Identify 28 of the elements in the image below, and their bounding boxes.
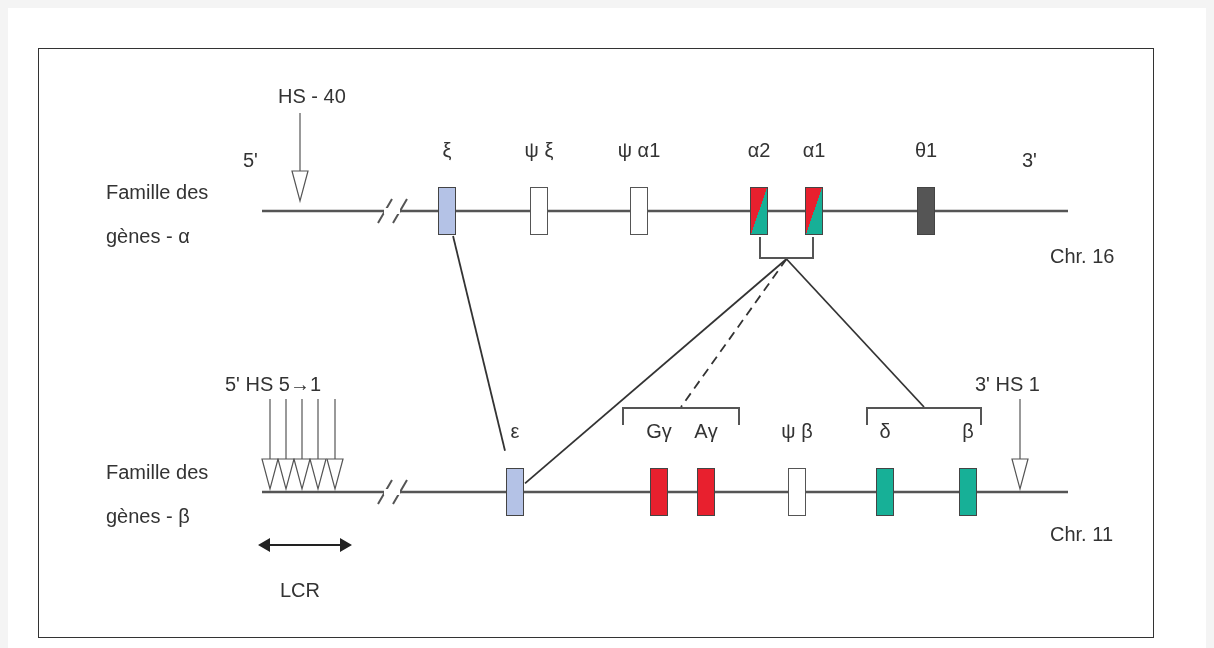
gene-label: Aγ [694,419,718,443]
gene-label: δ [879,419,891,443]
gene-label: θ1 [914,138,938,162]
gene-label: Gγ [646,419,672,443]
gene-bracket [622,407,740,425]
gene-label: β [962,419,974,443]
gene-label: ψ α1 [617,138,661,162]
text-label: 5' [243,148,258,172]
gene-label: α2 [747,138,771,162]
text-label: 3' [1022,148,1037,172]
gene-label: ψ ξ [524,138,554,162]
text-label: LCR [280,578,320,602]
text-label: Chr. 11 [1050,522,1113,546]
connector-line [452,235,506,452]
gene-bracket [759,237,814,259]
gene-label: ε [510,419,520,443]
text-label: Chr. 16 [1050,244,1115,268]
gene-label: ψ β [781,419,813,443]
gene-bracket [866,407,982,425]
connector-line [785,258,925,408]
text-label: 3' HS 1 [975,372,1040,396]
text-label: Famille des gènes - α [106,180,210,249]
gene-label: α1 [802,138,826,162]
text-label: Famille des gènes - β [106,460,210,529]
text-label: HS - 40 [278,84,346,108]
gene-label: ξ [442,138,452,162]
text-label: 5' HS 5→1 [225,372,322,396]
connector-line [680,258,788,408]
